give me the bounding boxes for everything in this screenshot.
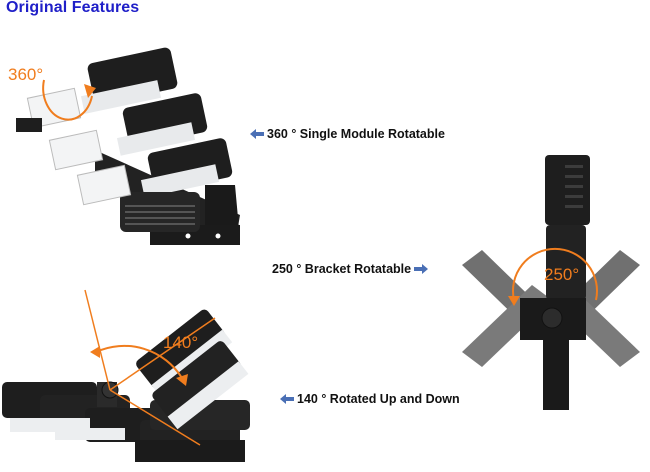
angle-label-140: 140° — [163, 333, 199, 352]
arrow-left-icon — [250, 129, 264, 139]
flood-light-side-view — [520, 155, 590, 410]
feature-caption-text: 360 ° Single Module Rotatable — [267, 127, 445, 141]
flood-light-tilted — [2, 309, 250, 462]
angle-label-250: 250° — [544, 265, 580, 284]
tilt-reference-lines — [84, 289, 216, 446]
feature-caption-text: 250 ° Bracket Rotatable — [272, 262, 412, 276]
flood-light-module-stack — [16, 47, 240, 245]
page-title: Original Features — [6, 0, 140, 16]
feature-caption-bracket: 250 ° Bracket Rotatable — [272, 262, 429, 276]
arrow-right-icon — [414, 264, 429, 274]
angle-label-360: 360° — [8, 65, 44, 84]
feature-caption-text: 140 ° Rotated Up and Down — [297, 392, 460, 406]
feature-caption-tilt: 140 ° Rotated Up and Down — [280, 392, 460, 406]
rotation-250-arrow — [508, 247, 598, 306]
arrow-left-icon — [280, 394, 294, 404]
feature-caption-module: 360 ° Single Module Rotatable — [250, 127, 445, 141]
rotation-140-arrow — [90, 344, 188, 386]
rotation-360-arrow — [42, 79, 96, 121]
